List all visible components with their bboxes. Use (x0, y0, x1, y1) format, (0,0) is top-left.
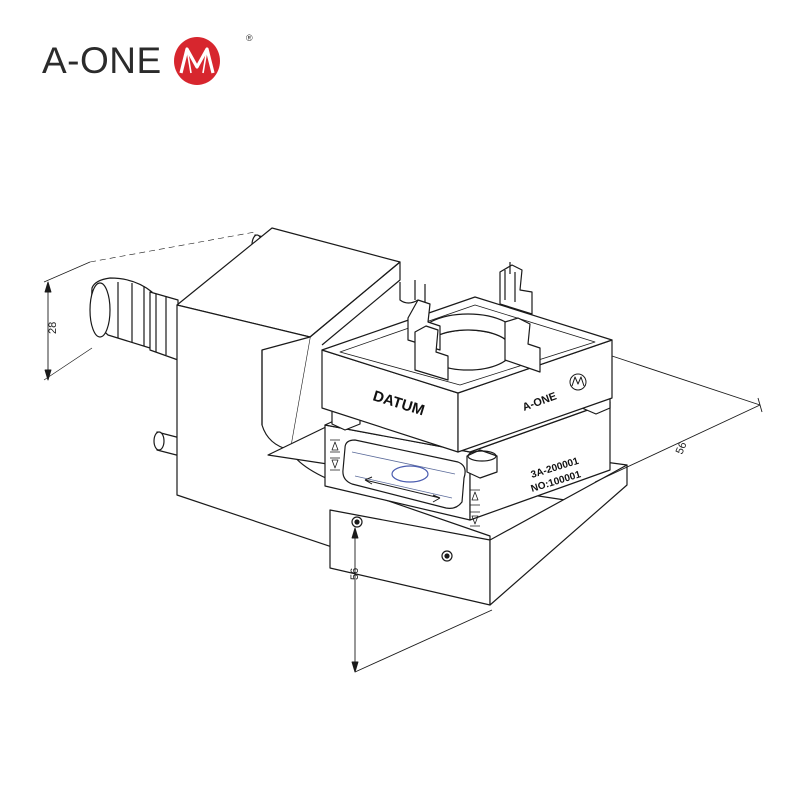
dim-left-height-value: 28 (47, 322, 59, 334)
level-marks (330, 439, 480, 527)
a-one-emblem-icon (173, 37, 220, 85)
face-logo-label: A-ONE (521, 390, 558, 413)
datum-label: DATUM (371, 388, 427, 420)
brand-logo: A-ONE (42, 36, 224, 86)
dim-left-height (43, 231, 256, 381)
brand-name: A-ONE (42, 40, 162, 81)
dim-front-height-value: 56 (349, 568, 361, 580)
datum-plate (321, 262, 613, 453)
plate-logo-icon (569, 373, 587, 391)
dim-front-height (351, 527, 493, 673)
spindle-shank (89, 277, 179, 361)
dim-right-depth (594, 355, 763, 483)
dim-right-depth-value: 56 (674, 440, 690, 456)
registered-mark: ® (246, 33, 253, 43)
